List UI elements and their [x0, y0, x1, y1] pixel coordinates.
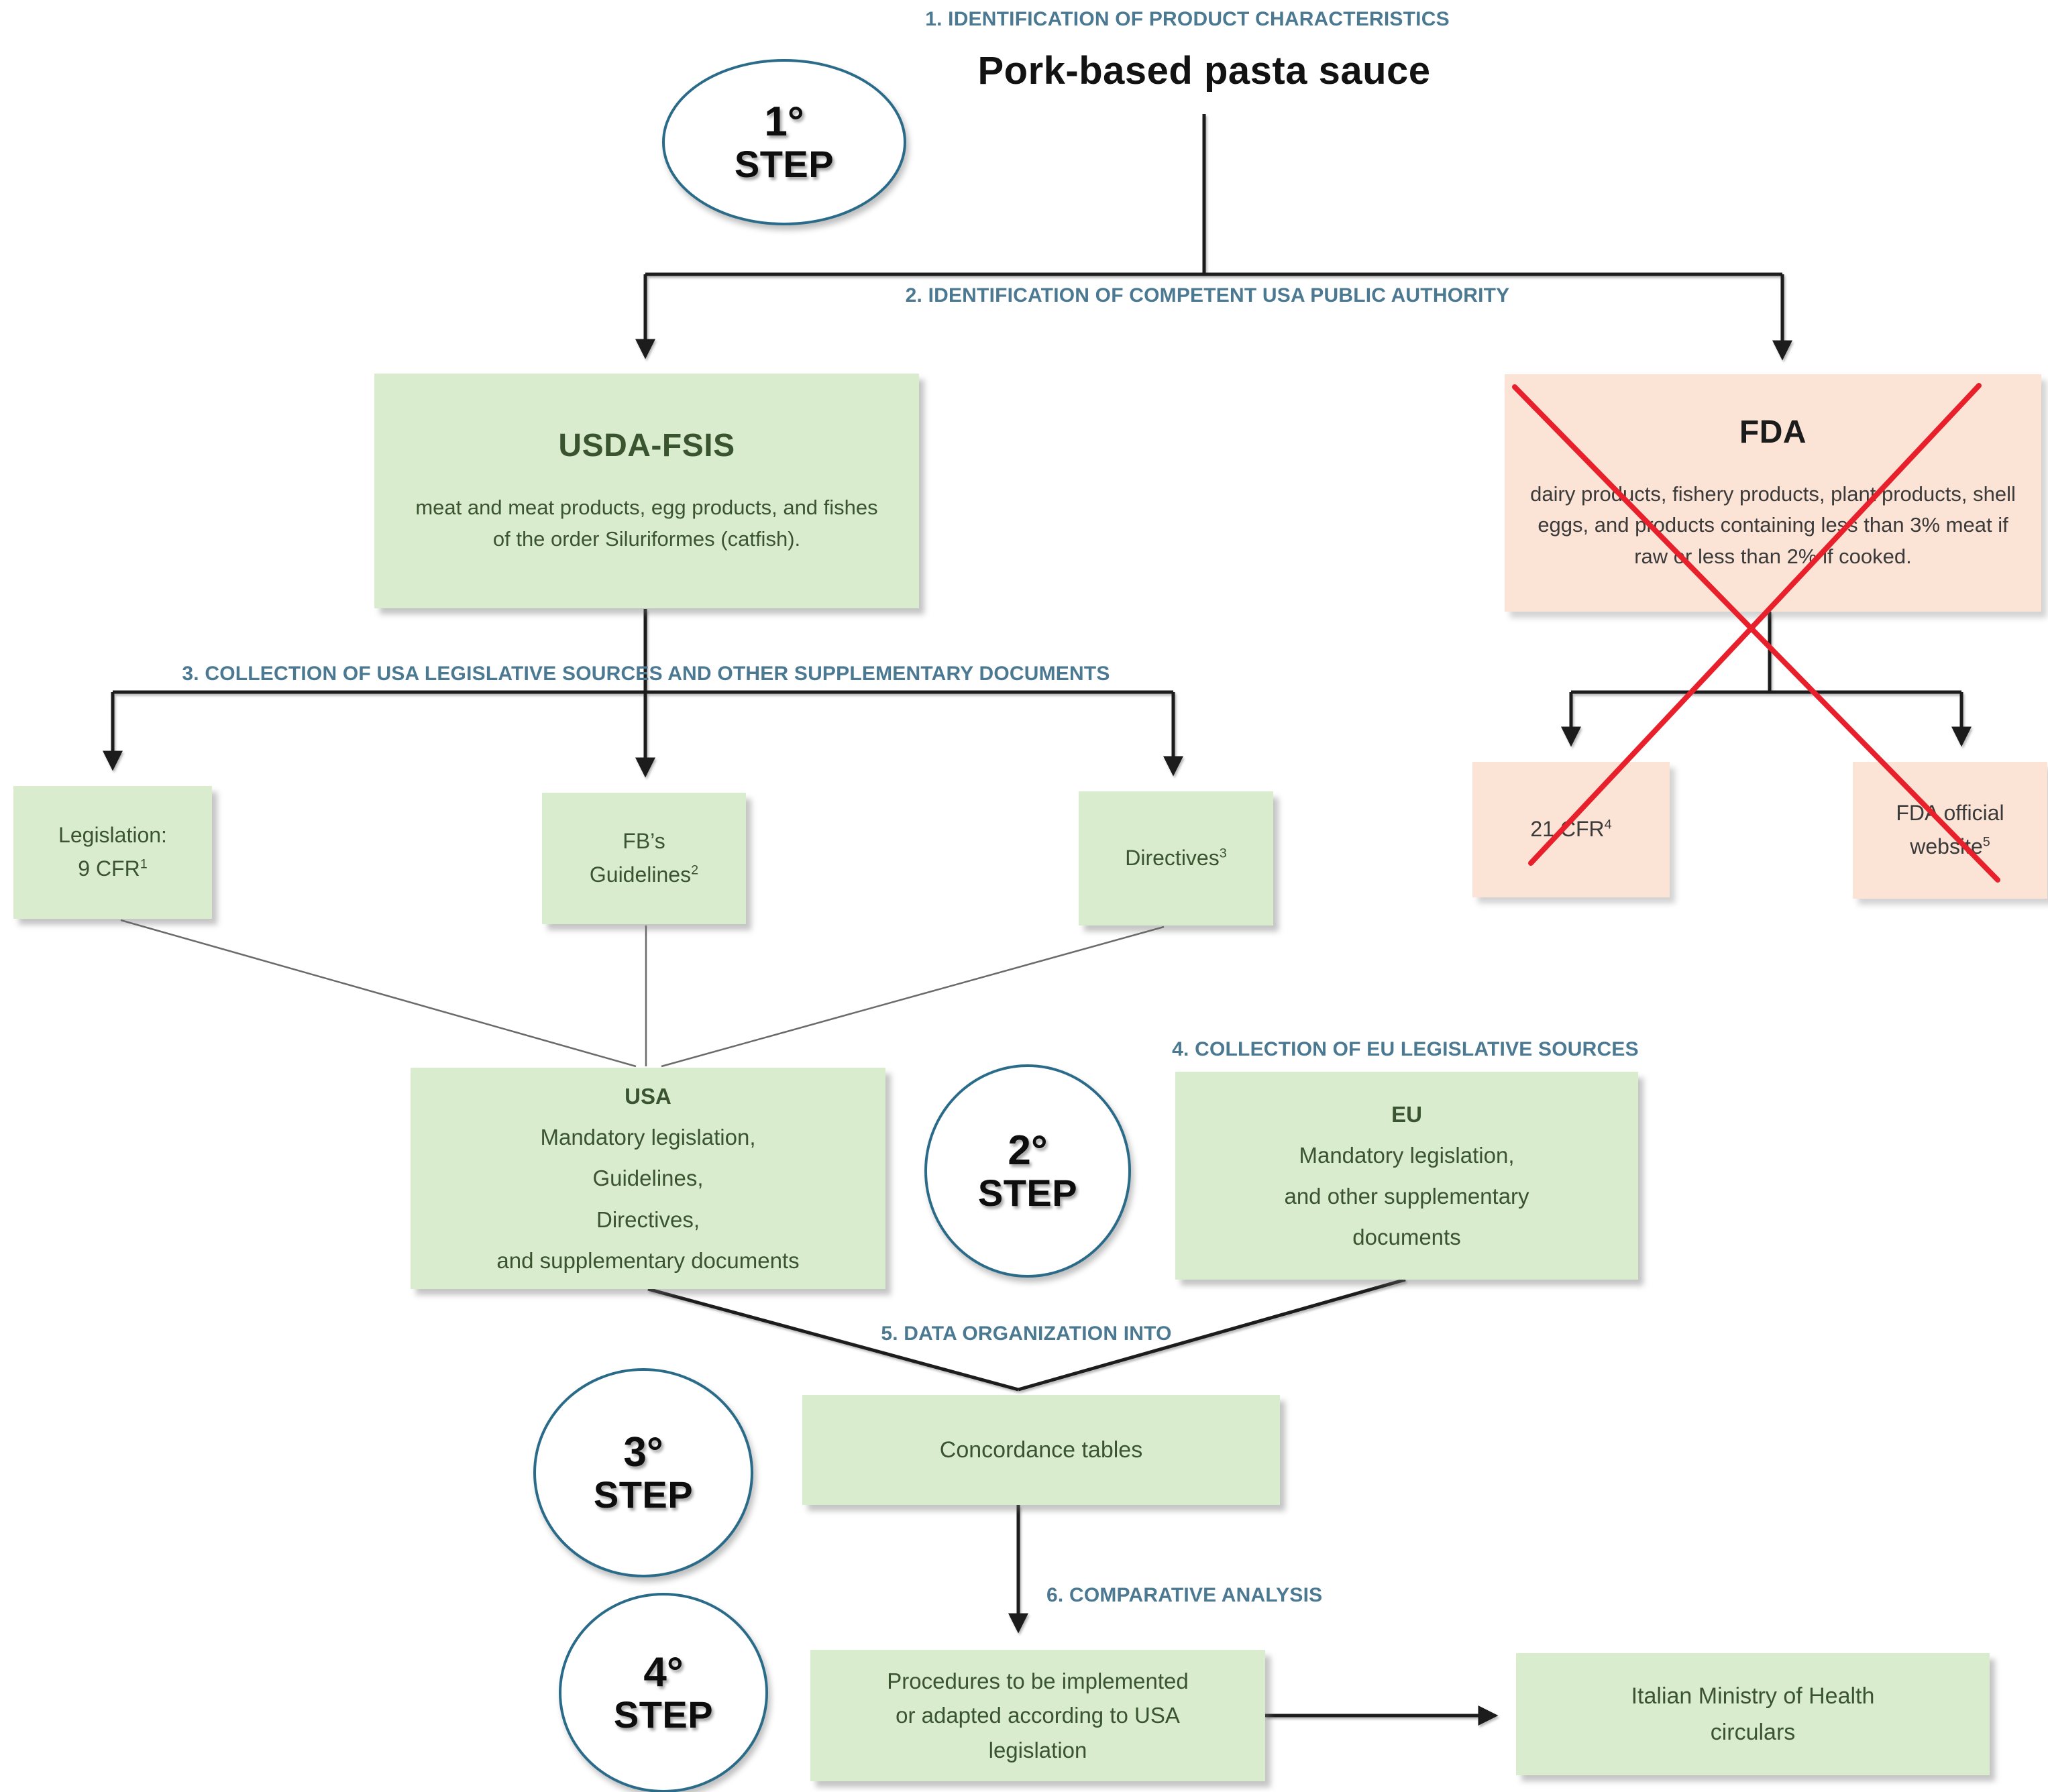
usa-sources-box: USA Mandatory legislation, Guidelines, D… — [411, 1068, 885, 1289]
step-2-circle: 2° STEP — [924, 1064, 1131, 1278]
stage-label-4: 4. COLLECTION OF EU LEGISLATIVE SOURCES — [1172, 1038, 1639, 1060]
guidelines-line2: Guidelines — [589, 862, 692, 887]
concordance-tables-label: Concordance tables — [939, 1437, 1143, 1463]
fda-website-box: FDA official website5 — [1853, 762, 2047, 899]
product-title: Pork-based pasta sauce — [977, 49, 1431, 93]
eu-sources-title: EU — [1391, 1101, 1422, 1127]
step-4-word: STEP — [613, 1693, 714, 1736]
procedures-line3: legislation — [988, 1737, 1087, 1762]
eu-sources-box: EU Mandatory legislation, and other supp… — [1175, 1072, 1638, 1280]
usa-sources-line2: Guidelines, — [592, 1166, 704, 1191]
stage-label-5: 5. DATA ORGANIZATION INTO — [881, 1323, 1172, 1345]
directives-box: Directives3 — [1079, 791, 1273, 926]
legislation-line2: 9 CFR — [78, 856, 140, 881]
step-2-ordinal: 2° — [1008, 1127, 1048, 1174]
fda-website-line2: website — [1910, 834, 1983, 858]
guidelines-line1: FB’s — [623, 829, 665, 854]
usa-sources-line3: Directives, — [596, 1207, 700, 1232]
step-3-ordinal: 3° — [623, 1429, 663, 1475]
procedures-line1: Procedures to be implemented — [887, 1669, 1189, 1694]
step-2-word: STEP — [977, 1171, 1078, 1214]
italian-ministry-line2: circulars — [1710, 1720, 1796, 1745]
fda-website-footnote-sup: 5 — [1982, 834, 1990, 850]
usa-sources-title: USA — [625, 1084, 671, 1109]
step-1-word: STEP — [734, 142, 834, 185]
usda-fsis-title: USDA-FSIS — [558, 428, 735, 463]
step-1-circle: 1° STEP — [662, 59, 906, 225]
italian-ministry-box: Italian Ministry of Health circulars — [1516, 1653, 1990, 1775]
directives-line1: Directives — [1125, 846, 1220, 871]
stage-label-2: 2. IDENTIFICATION OF COMPETENT USA PUBLI… — [905, 284, 1510, 306]
eu-sources-line2: and other supplementary — [1284, 1184, 1529, 1209]
step-4-circle: 4° STEP — [559, 1593, 768, 1792]
21cfr-footnote-sup: 4 — [1604, 817, 1612, 832]
fb-guidelines-box: FB’s Guidelines2 — [542, 793, 746, 924]
21cfr-box: 21 CFR4 — [1472, 762, 1670, 897]
usda-fsis-body: meat and meat products, egg products, an… — [415, 496, 878, 551]
fda-box: FDA dairy products, fishery products, pl… — [1505, 374, 2041, 612]
step-3-word: STEP — [593, 1473, 694, 1516]
usa-sources-line4: and supplementary documents — [496, 1247, 800, 1273]
fda-body: dairy products, fishery products, plant … — [1530, 482, 2016, 568]
concordance-tables-box: Concordance tables — [802, 1395, 1280, 1505]
21cfr-line1: 21 CFR — [1530, 817, 1605, 842]
procedures-box: Procedures to be implemented or adapted … — [810, 1650, 1265, 1781]
legislation-9cfr-box: Legislation: 9 CFR1 — [13, 786, 212, 919]
step-4-ordinal: 4° — [643, 1648, 684, 1695]
italian-ministry-line1: Italian Ministry of Health — [1631, 1683, 1875, 1709]
guidelines-footnote-sup: 2 — [691, 862, 699, 878]
stage-label-1: 1. IDENTIFICATION OF PRODUCT CHARACTERIS… — [925, 8, 1450, 30]
eu-sources-line3: documents — [1352, 1225, 1461, 1250]
usa-sources-line1: Mandatory legislation, — [540, 1125, 756, 1150]
procedures-line2: or adapted according to USA — [896, 1703, 1180, 1728]
stage-label-3: 3. COLLECTION OF USA LEGISLATIVE SOURCES… — [182, 663, 1110, 685]
step-1-ordinal: 1° — [764, 98, 804, 145]
eu-sources-line1: Mandatory legislation, — [1299, 1142, 1515, 1168]
legislation-footnote-sup: 1 — [140, 856, 148, 872]
fda-title: FDA — [1739, 414, 1807, 450]
step-3-circle: 3° STEP — [533, 1368, 753, 1577]
stage-label-6: 6. COMPARATIVE ANALYSIS — [1046, 1584, 1323, 1606]
legislation-line1: Legislation: — [58, 823, 167, 848]
directives-footnote-sup: 3 — [1219, 846, 1227, 861]
fda-website-line1: FDA official — [1896, 801, 2004, 826]
gray-converge-lines — [120, 919, 1165, 1068]
usda-fsis-box: USDA-FSIS meat and meat products, egg pr… — [374, 374, 919, 608]
